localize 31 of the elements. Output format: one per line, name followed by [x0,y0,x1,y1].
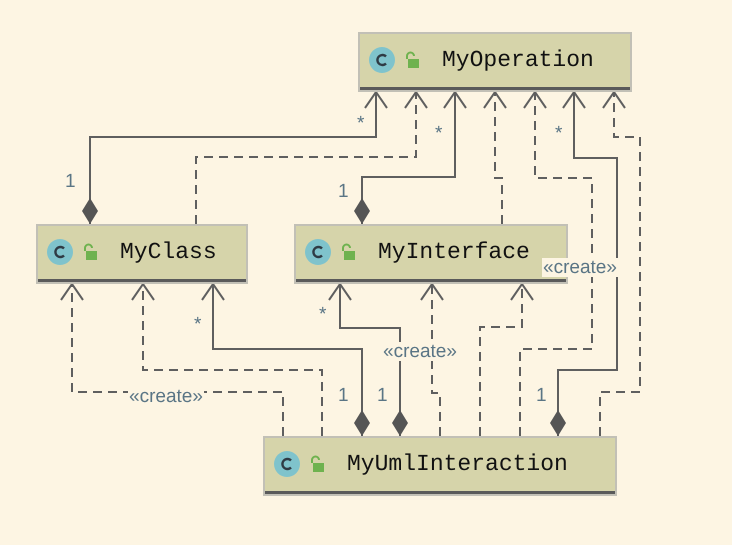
multiplicity-label: 1 [338,182,349,201]
composition-arrow [82,91,388,224]
multiplicity-label: * [555,124,562,143]
class-box [263,436,617,496]
dashed-arrow [479,283,534,436]
edge-label: «create» [542,258,618,277]
composition-arrow [201,283,370,436]
class-name: MyOperation [442,47,594,73]
multiplicity-label: 1 [536,386,547,405]
class-box [358,32,632,92]
edge-label: «create» [382,342,458,361]
class-name: MyInterface [378,239,530,265]
dashed-arrow [420,283,444,436]
composition-arrow [328,283,408,436]
multiplicity-label: 1 [377,386,388,405]
class-box [36,224,248,284]
dashed-arrow [131,283,323,436]
multiplicity-label: * [435,124,442,143]
composition-arrow [550,91,618,436]
composition-arrow [354,91,467,224]
multiplicity-label: * [319,305,326,324]
multiplicity-label: 1 [65,172,76,191]
dashed-arrow [519,91,593,436]
dashed-arrow [483,91,507,224]
dashed-arrow [195,91,428,224]
multiplicity-label: * [357,114,364,133]
multiplicity-label: * [194,315,202,334]
dashed-arrow [599,91,641,436]
class-name: MyUmlInteraction [347,451,568,477]
multiplicity-label: 1 [338,386,349,405]
class-name: MyClass [120,239,217,265]
